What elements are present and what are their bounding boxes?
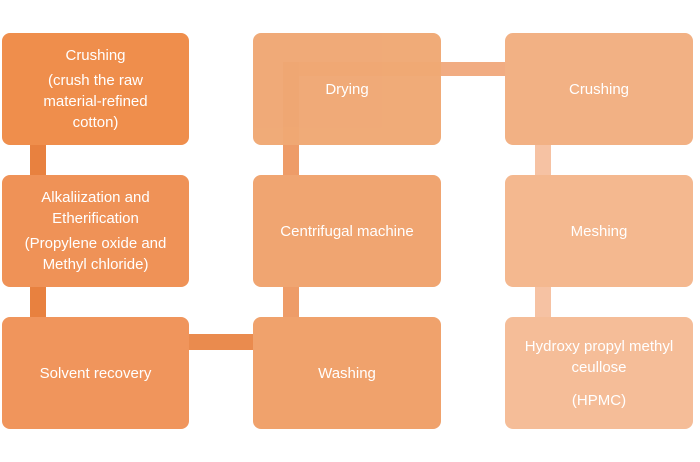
step-meshing: Meshing [505,175,693,287]
step-washing-title: Washing [318,364,376,382]
step-crushing-raw-title: Crushing [65,47,126,64]
step-alkalization-title: Alkaliization and Etherification [41,189,150,227]
step-meshing-title: Meshing [570,222,628,240]
step-crushing-raw: Crushing (crush the raw material-refined… [2,33,189,145]
step-hpmc-title: Hydroxy propyl methyl ceullose [524,337,674,376]
step-alkalization-subtitle: (Propylene oxide and Methyl chloride) [24,235,167,273]
step-hpmc-subtitle: (HPMC) [571,391,627,409]
step-hpmc: Hydroxy propyl methyl ceullose (HPMC) [505,317,693,429]
step-crushing: Crushing [505,33,693,145]
step-drying-title: Drying [325,80,369,98]
step-solvent-recovery: Solvent recovery [2,317,189,429]
step-alkalization: Alkaliization and Etherification (Propyl… [2,175,189,287]
step-crushing-raw-subtitle: (crush the raw material-refined cotton) [43,72,148,131]
step-centrifugal-title: Centrifugal machine [280,222,414,240]
step-centrifugal: Centrifugal machine [253,175,441,287]
step-crushing-title: Crushing [568,80,630,98]
step-washing: Washing [253,317,441,429]
connector-col1-gap-1 [30,146,46,174]
step-solvent-recovery-title: Solvent recovery [39,364,152,382]
step-drying: Drying [253,33,441,145]
